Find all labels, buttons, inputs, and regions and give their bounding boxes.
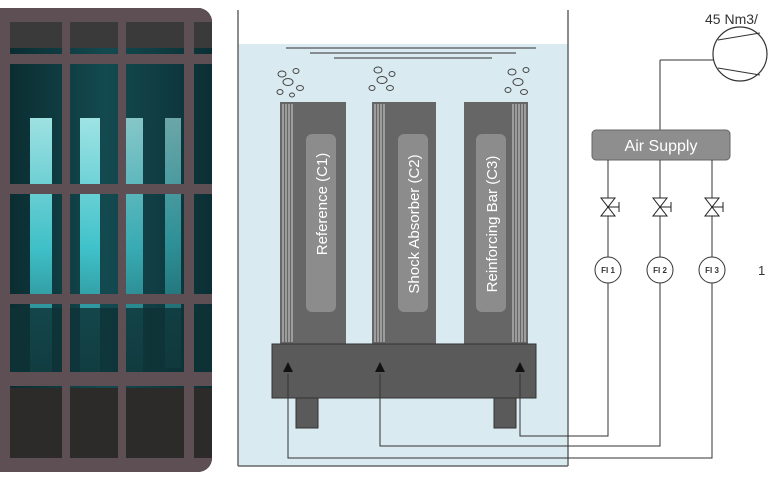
base-leg-right: [493, 397, 517, 429]
valve-icon-2: [651, 197, 672, 217]
column-c2: Shock Absorber (C2): [372, 102, 436, 344]
facility-photo: [0, 8, 212, 472]
column-base: [271, 343, 537, 399]
flow-indicator-3-label: FI 3: [705, 266, 719, 275]
flow-indicator-1: FI 1: [594, 256, 622, 284]
air-supply-label: Air Supply: [625, 138, 698, 155]
air-supply-box: [591, 129, 731, 161]
air-bubbles-c2: [368, 66, 396, 91]
compressor-icon: [712, 26, 768, 82]
air-bubbles-c1: [276, 68, 304, 98]
flow-indicator-2: FI 2: [646, 256, 674, 284]
flow-indicator-2-label: FI 2: [653, 266, 667, 275]
flow-indicator-1-label: FI 1: [601, 266, 615, 275]
water-surface: [286, 47, 536, 59]
column-c3-label: Reinforcing Bar (C3): [484, 156, 501, 293]
air-lines: [287, 282, 713, 459]
valve-icon-3: [703, 197, 724, 217]
compressor-flow-label: 45 Nm3/: [705, 11, 758, 27]
base-leg-left: [295, 397, 319, 429]
column-c1-label: Reference (C1): [314, 153, 331, 256]
valve-icon-1: [599, 197, 620, 217]
air-inlet-arrows: [283, 362, 525, 372]
facility-photo-image: [0, 8, 212, 472]
flow-indicator-3: FI 3: [698, 256, 726, 284]
column-c1: Reference (C1): [280, 102, 346, 344]
edge-label: 1: [758, 263, 765, 278]
column-c3: Reinforcing Bar (C3): [464, 102, 528, 344]
column-c2-label: Shock Absorber (C2): [406, 154, 423, 293]
air-bubbles-c3: [504, 67, 530, 95]
